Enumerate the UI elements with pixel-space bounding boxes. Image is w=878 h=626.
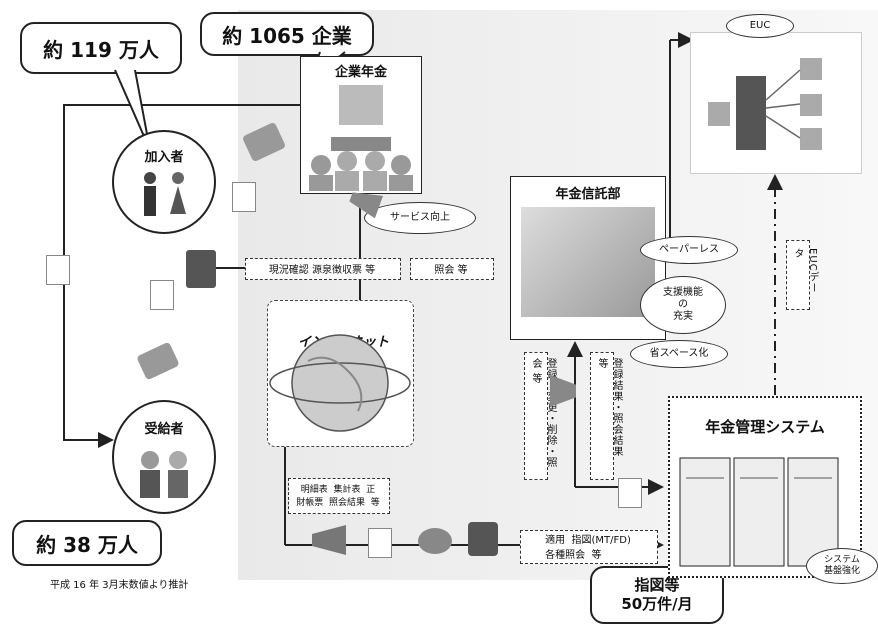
statements-arrow: [288, 478, 390, 514]
register-result-arrow: [590, 352, 614, 480]
system-foundation-bubble: システム 基盤強化: [806, 548, 878, 584]
pension-system-box: 年金管理システム: [668, 396, 862, 578]
members-label: 加入者: [144, 150, 184, 165]
telephone-icon: [186, 250, 216, 288]
corporate-pension-title: 企業年金: [334, 65, 387, 80]
meeting-icon: [309, 85, 413, 191]
service-improvement-bubble: サービス向上: [364, 202, 476, 234]
support-bubble: 支援機能 の 充実: [640, 276, 726, 334]
euc-bubble: EUC: [726, 14, 794, 38]
corporate-pension-box: 企業年金: [300, 56, 422, 194]
euc-data-label: EUCデータ: [792, 248, 818, 294]
status-check-label: 現況確認 源泉徴収票 等: [268, 264, 376, 276]
trust-dept-title: 年金信託部: [555, 187, 621, 202]
paperless-bubble: ペーパーレス: [640, 236, 738, 264]
document-icon: [232, 182, 256, 212]
disk-icon: [468, 522, 498, 556]
application-label: 適用 指図(MT/FD) 各種照会 等: [545, 535, 631, 561]
globe-icon: [269, 334, 411, 432]
members-circle: 加入者: [112, 130, 216, 234]
document-icon: [46, 255, 70, 285]
pension-system-title: 年金管理システム: [705, 418, 825, 436]
register-result-label: 登録結果・照会結果 等: [596, 358, 622, 457]
trust-dept-box: 年金信託部: [510, 176, 666, 340]
server-rack-icon: [679, 457, 839, 567]
inquiry-label: 照会 等: [434, 264, 468, 276]
internet-box: インターネット: [267, 300, 414, 447]
people-icon: [144, 172, 186, 216]
application-arrow: [520, 530, 658, 564]
recipients-label: 受給者: [144, 422, 184, 437]
inquiry-arrow: [410, 258, 494, 280]
document-icon: [368, 528, 392, 558]
mouse-icon: [418, 528, 452, 554]
euc-data-arrow: [786, 240, 810, 310]
status-check-arrow: [245, 258, 401, 280]
register-label: 登録・変更・削除・照会 等: [530, 358, 556, 468]
elderly-people-icon: [140, 451, 188, 498]
callout-recipients: 約 38 万人: [12, 520, 162, 566]
footnote: 平成 16 年 3月末数値より推計: [50, 580, 189, 591]
document-icon: [150, 280, 174, 310]
callout-members: 約 119 万人: [20, 22, 182, 74]
callout-companies: 約 1065 企業: [200, 12, 374, 56]
document-icon: [618, 478, 642, 508]
statements-label: 明細表 集計表 正 財帳票 照会結果 等: [296, 485, 380, 508]
office-scene-image: [521, 207, 655, 317]
space-saving-bubble: 省スペース化: [630, 340, 728, 368]
recipients-circle: 受給者: [112, 400, 216, 514]
register-arrow: [524, 352, 548, 480]
